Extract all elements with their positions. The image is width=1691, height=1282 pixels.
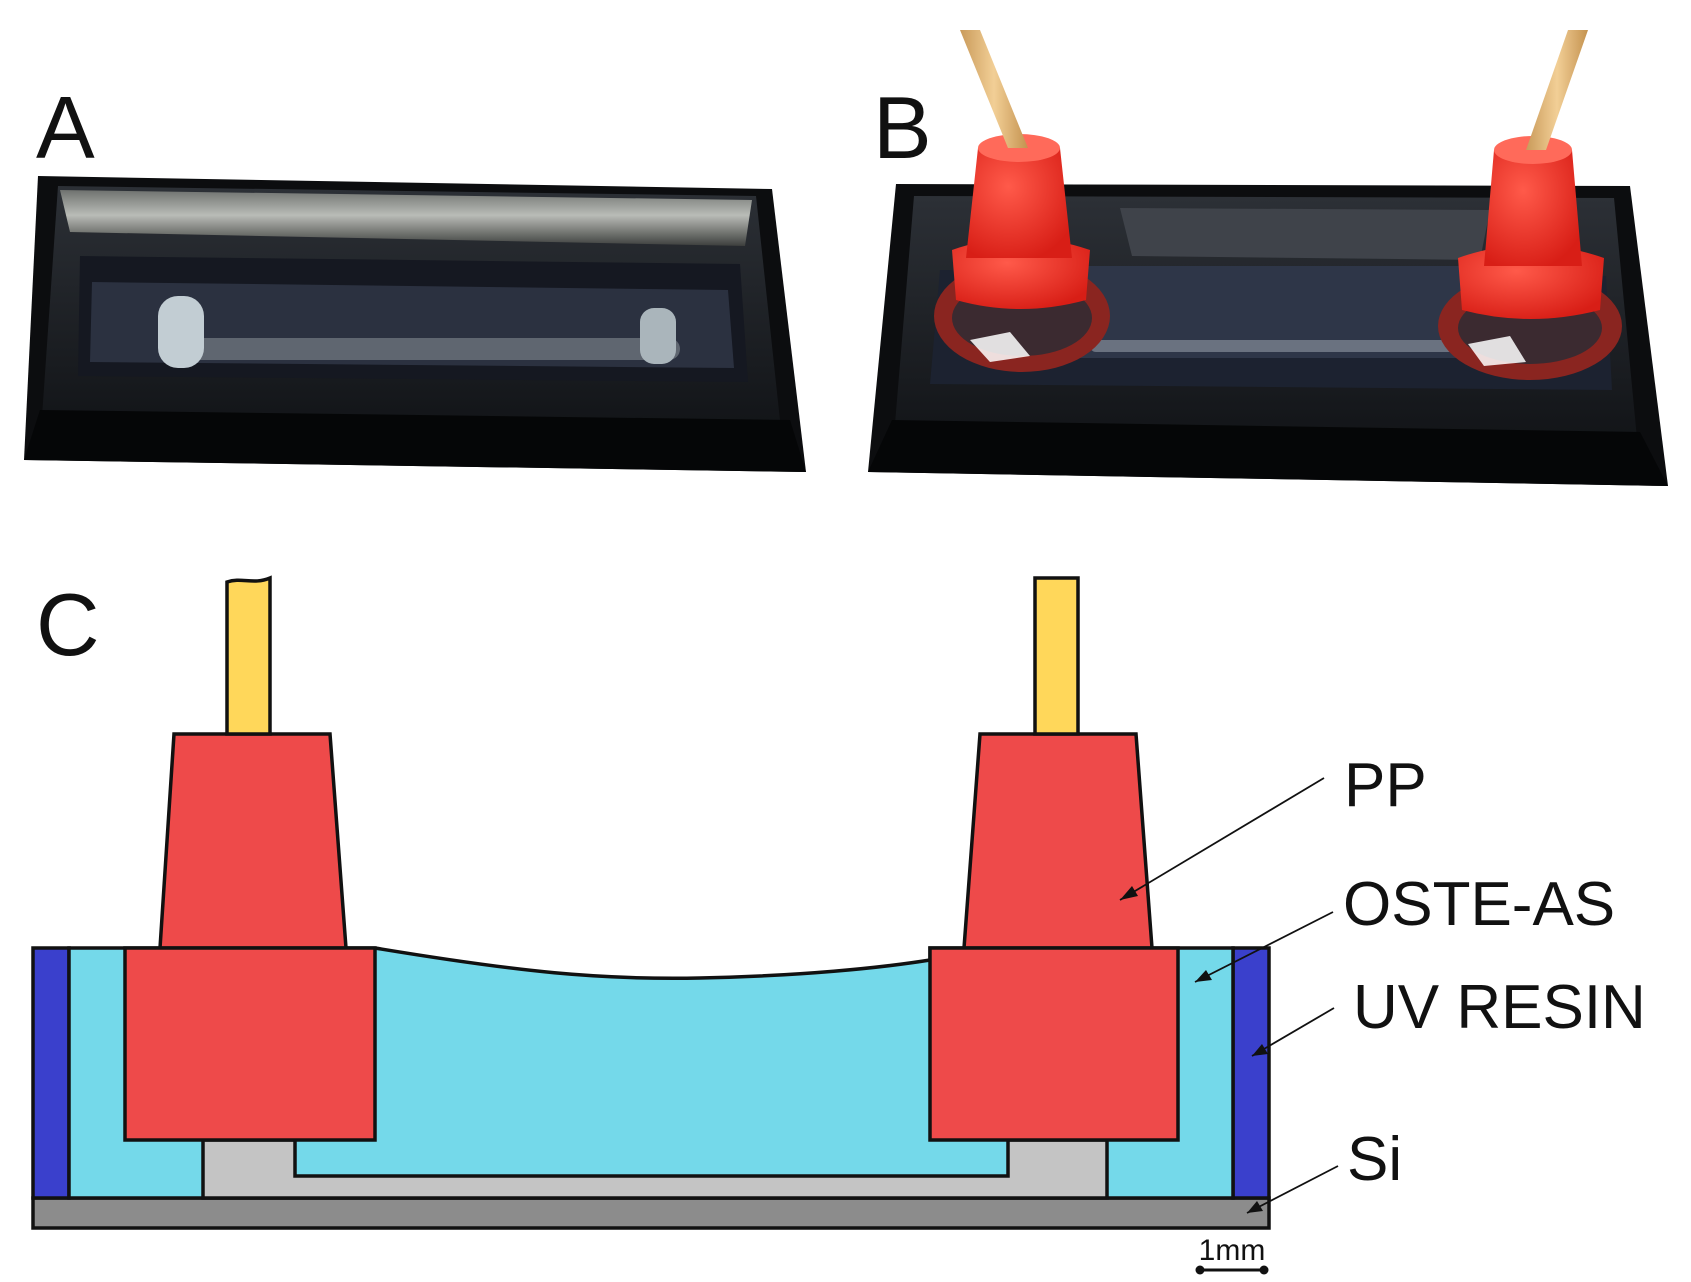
si-label: Si <box>1347 1125 1402 1194</box>
scale-bar-label: 1mm <box>1199 1234 1266 1267</box>
panel-a-photo: A <box>24 78 806 472</box>
oste-as-leader-line <box>1194 911 1334 983</box>
tubing-left <box>225 575 272 736</box>
pp-connector-left <box>123 732 377 1142</box>
pp-leader-arrow <box>1120 886 1138 900</box>
tubing-b-right <box>1526 30 1588 150</box>
port-a-right <box>640 308 676 364</box>
chip-b-image <box>868 30 1668 486</box>
scale-bar: 1mm <box>1195 1234 1269 1275</box>
uv-resin-wall-left <box>31 946 71 1200</box>
tubing-b-left <box>960 30 1028 148</box>
panel-a-letter: A <box>36 78 95 177</box>
si-leader-line <box>1246 1165 1339 1214</box>
chip-a-image <box>24 176 806 472</box>
panel-b-letter: B <box>873 78 932 177</box>
panel-c-schematic: C PP OSTE-AS <box>31 575 1646 1275</box>
port-a-left <box>158 296 204 368</box>
panel-c-letter: C <box>36 575 100 674</box>
uv-resin-leader-line <box>1251 1007 1335 1057</box>
pp-leader-line <box>1119 777 1325 901</box>
si-substrate <box>31 1196 1271 1230</box>
uv-resin-wall-right <box>1231 946 1271 1200</box>
uv-resin-leader-arrow <box>1252 1044 1268 1056</box>
panel-b-photo: B <box>868 30 1668 486</box>
tubing-right <box>1033 576 1080 736</box>
uv-resin-label: UV RESIN <box>1353 973 1646 1042</box>
channel-a <box>170 338 680 360</box>
pp-label: PP <box>1344 751 1427 820</box>
oste-as-label: OSTE-AS <box>1343 870 1615 939</box>
pp-connector-right <box>928 732 1180 1142</box>
channel-b <box>1090 340 1490 352</box>
oste-as-leader-arrow <box>1195 970 1212 982</box>
si-leader-arrow <box>1247 1201 1263 1213</box>
